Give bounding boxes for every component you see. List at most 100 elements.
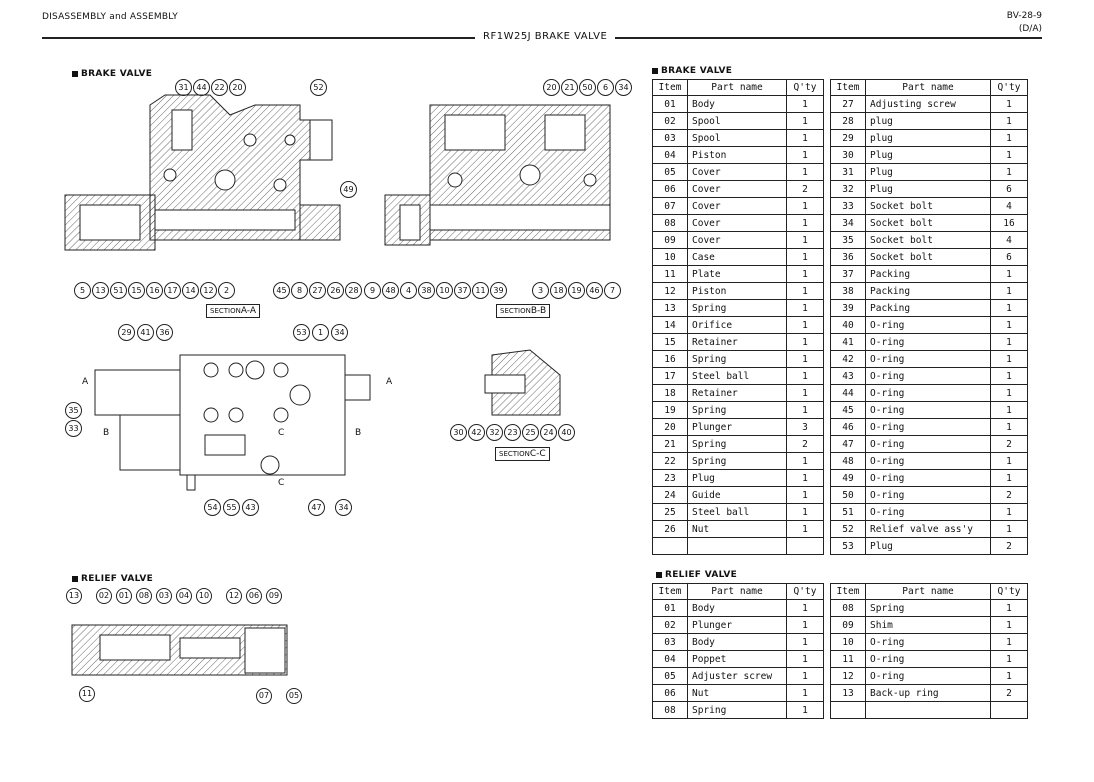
callout-2: 2 xyxy=(218,282,235,299)
cell-part-name: Adjuster screw xyxy=(687,667,787,685)
cell-item: 28 xyxy=(830,112,866,130)
cell-part-name: Socket bolt xyxy=(865,197,991,215)
cell-part-name: Plug xyxy=(865,180,991,198)
cell-item: 20 xyxy=(652,418,688,436)
cell-item: 35 xyxy=(830,231,866,249)
cell-item: 48 xyxy=(830,452,866,470)
cell-qty: 1 xyxy=(786,146,824,164)
callout-7: 7 xyxy=(604,282,621,299)
callout-8: 8 xyxy=(291,282,308,299)
cell-part-name: Plug xyxy=(687,469,787,487)
cell-part-name: Socket bolt xyxy=(865,231,991,249)
view-b-left: B xyxy=(103,428,110,438)
col-part-name: Part name xyxy=(687,79,787,96)
cell-part-name: Piston xyxy=(687,146,787,164)
cell-item: 13 xyxy=(652,299,688,317)
callout-20: 20 xyxy=(229,79,246,96)
cell-qty: 1 xyxy=(990,163,1028,181)
col-part-name: Part name xyxy=(865,79,991,96)
cell-qty: 1 xyxy=(990,599,1028,617)
cell-item: 53 xyxy=(830,537,866,555)
cell-part-name: Steel ball xyxy=(687,503,787,521)
callout-19: 19 xyxy=(568,282,585,299)
cell-qty: 1 xyxy=(990,129,1028,147)
callout-15: 15 xyxy=(128,282,145,299)
cell-qty: 2 xyxy=(990,537,1028,555)
callout-12: 12 xyxy=(200,282,217,299)
callout-26: 26 xyxy=(327,282,344,299)
cell-qty: 2 xyxy=(990,435,1028,453)
relief-callout-11: 11 xyxy=(79,686,95,702)
cell-qty: 1 xyxy=(786,701,824,719)
cell-part-name: Case xyxy=(687,248,787,266)
cell-qty: 1 xyxy=(990,367,1028,385)
cell-qty: 1 xyxy=(786,384,824,402)
cell-item: 12 xyxy=(652,282,688,300)
cell-item xyxy=(652,537,688,555)
cell-qty: 1 xyxy=(786,197,824,215)
cell-part-name: O-ring xyxy=(865,633,991,651)
cell-item: 18 xyxy=(652,384,688,402)
cell-qty: 1 xyxy=(990,650,1028,668)
cell-item: 21 xyxy=(652,435,688,453)
page-title: RF1W25J BRAKE VALVE xyxy=(475,31,616,42)
cell-item: 04 xyxy=(652,650,688,668)
view-b-right: B xyxy=(355,428,362,438)
cell-part-name: Nut xyxy=(687,520,787,538)
cell-item: 03 xyxy=(652,633,688,651)
cell-item: 01 xyxy=(652,599,688,617)
callout-37: 37 xyxy=(454,282,471,299)
cell-item: 51 xyxy=(830,503,866,521)
relief-callout-01: 01 xyxy=(116,588,132,604)
cell-item: 44 xyxy=(830,384,866,402)
cell-qty: 1 xyxy=(786,299,824,317)
brake-valve-drawings xyxy=(64,94,611,676)
cell-qty: 1 xyxy=(786,214,824,232)
cell-item: 14 xyxy=(652,316,688,334)
cell-qty xyxy=(786,537,824,555)
cell-part-name: Plunger xyxy=(687,418,787,436)
cell-item: 12 xyxy=(830,667,866,685)
section-cc-tag: SECTIONC-C xyxy=(495,447,550,461)
cell-item: 03 xyxy=(652,129,688,147)
cell-qty: 1 xyxy=(786,163,824,181)
cell-item: 30 xyxy=(830,146,866,164)
cell-qty: 1 xyxy=(786,333,824,351)
col-qty: Q'ty xyxy=(786,79,824,96)
col-item: Item xyxy=(652,583,688,600)
cell-part-name: O-ring xyxy=(865,333,991,351)
cell-qty: 1 xyxy=(990,112,1028,130)
cell-part-name: Nut xyxy=(687,684,787,702)
callout-14: 14 xyxy=(182,282,199,299)
callout-34c: 34 xyxy=(335,499,352,516)
cell-qty: 1 xyxy=(990,503,1028,521)
cell-qty: 4 xyxy=(990,197,1028,215)
page-code-main: BV-28-9 xyxy=(1006,11,1042,21)
cell-qty: 1 xyxy=(990,616,1028,634)
cell-item: 11 xyxy=(652,265,688,283)
callout-47: 47 xyxy=(308,499,325,516)
cell-item: 15 xyxy=(652,333,688,351)
cell-qty: 2 xyxy=(990,486,1028,504)
cell-part-name: O-ring xyxy=(865,486,991,504)
